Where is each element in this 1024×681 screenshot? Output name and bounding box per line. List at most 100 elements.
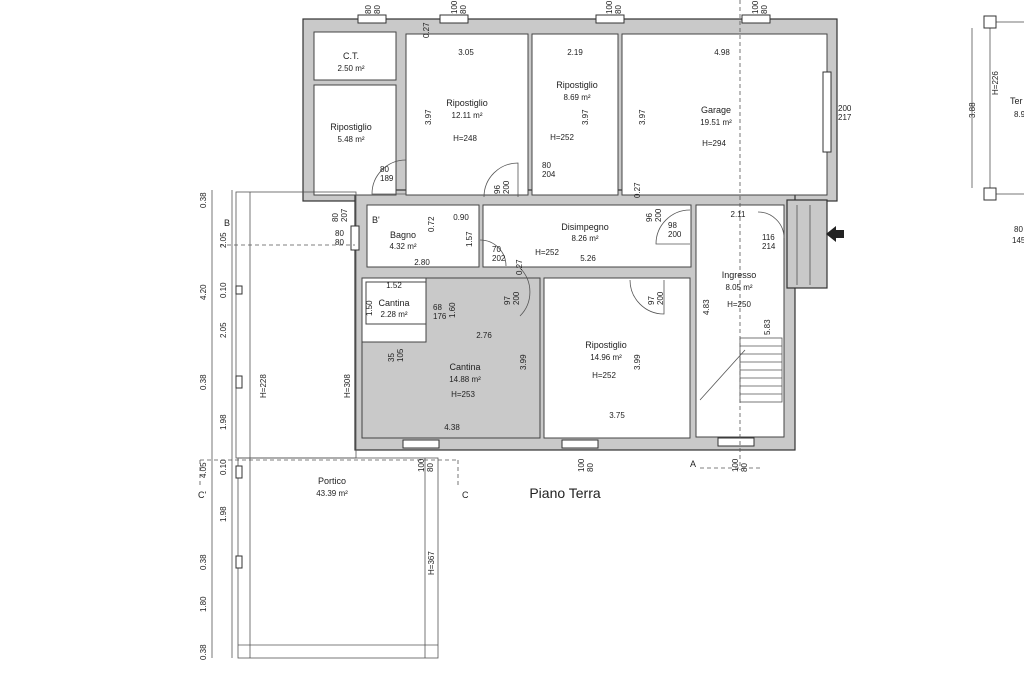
dimension: 0.27 xyxy=(422,22,431,38)
window-size: 10080 xyxy=(577,458,595,472)
room-area: 19.51 m² xyxy=(700,118,732,127)
window-size: 10080 xyxy=(450,0,468,14)
dimension: 3.75 xyxy=(609,411,625,420)
left-dimension-chain xyxy=(211,190,233,658)
dimension: 3.05 xyxy=(458,48,474,57)
porch-lower-outline xyxy=(237,457,439,659)
section-mark: A xyxy=(690,459,696,469)
door-size: 96200 xyxy=(645,208,663,222)
room-garage xyxy=(621,33,828,196)
window-top-1 xyxy=(357,14,387,24)
door-size: 97200 xyxy=(503,291,521,305)
section-mark: B xyxy=(224,218,230,228)
room-labels: C.T. 2.50 m² Ripostiglio 5.48 m² Riposti… xyxy=(316,51,756,498)
room-ripostiglio-3 xyxy=(531,33,619,196)
plan-title: Piano Terra xyxy=(529,485,601,501)
room-name: Ripostiglio xyxy=(585,340,627,350)
left-chain-labels: 0.38 2.05 4.20 0.10 2.05 0.38 1.98 4.05 … xyxy=(199,192,228,660)
dimension: 2.05 xyxy=(219,322,228,338)
dimension: 1.57 xyxy=(465,231,474,247)
room-ripostiglio-1 xyxy=(313,84,397,196)
dimension: 0.38 xyxy=(199,554,208,570)
room-name: Ripostiglio xyxy=(330,122,372,132)
door-size: 35105 xyxy=(387,348,405,362)
room-height: H=252 xyxy=(592,371,616,380)
dimension-labels: 3.05 2.19 4.98 3.97 3.97 3.97 2.11 5.26 … xyxy=(365,22,977,432)
right-partial-labels: Ter 8.9 80 145 xyxy=(1010,96,1024,245)
window-top-2 xyxy=(439,14,469,24)
door-size: 80207 xyxy=(331,208,349,222)
room-area: 4.32 m² xyxy=(389,242,416,251)
dimension: 2.19 xyxy=(567,48,583,57)
windows xyxy=(350,14,832,449)
room-name: Portico xyxy=(318,476,346,486)
room-area: 2.50 m² xyxy=(337,64,364,73)
room-height: H=250 xyxy=(727,300,751,309)
window-size: 10080 xyxy=(731,458,749,472)
entry-step-wall xyxy=(786,199,828,289)
door-size: 96200 xyxy=(493,180,511,194)
room-area: 2.28 m² xyxy=(380,310,407,319)
dimension: 4.83 xyxy=(702,299,711,315)
room-name: Ripostiglio xyxy=(446,98,488,108)
section-mark: B' xyxy=(372,215,380,225)
partial-dimension: 80 xyxy=(1014,225,1023,234)
room-name: Ripostiglio xyxy=(556,80,598,90)
room-interiors xyxy=(313,31,828,439)
dimension: 4.38 xyxy=(444,423,460,432)
window-top-3 xyxy=(595,14,625,24)
dimension: 0.10 xyxy=(219,282,228,298)
room-height: H=253 xyxy=(451,390,475,399)
window-top-4 xyxy=(741,14,771,24)
room-height: H=294 xyxy=(702,139,726,148)
height-label: H=367 xyxy=(427,551,436,575)
door-size: 97200 xyxy=(647,291,665,305)
room-height: H=248 xyxy=(453,134,477,143)
room-area: 14.88 m² xyxy=(449,375,481,384)
right-partial-plan xyxy=(971,15,1024,201)
section-marks: B B' C C' A xyxy=(198,215,696,500)
room-area: 5.48 m² xyxy=(337,135,364,144)
window-size: 10080 xyxy=(751,0,769,14)
window-bagno xyxy=(350,225,360,251)
room-name: Ingresso xyxy=(722,270,757,280)
room-name: Cantina xyxy=(378,298,409,308)
room-area: 8.69 m² xyxy=(563,93,590,102)
porch xyxy=(235,191,439,659)
dimension: 5.26 xyxy=(580,254,596,263)
dimension: 3.97 xyxy=(638,109,647,125)
partial-room-area: 8.9 xyxy=(1014,110,1024,119)
dimension: 1.80 xyxy=(199,596,208,612)
room-ripostiglio-4 xyxy=(543,277,691,439)
room-cantina-small-inner xyxy=(365,281,427,325)
dimension: 3.99 xyxy=(633,354,642,370)
room-area: 14.96 m² xyxy=(590,353,622,362)
height-label: H=228 xyxy=(259,374,268,398)
dimension: 4.20 xyxy=(199,284,208,300)
room-area: 8.05 m² xyxy=(725,283,752,292)
stairs xyxy=(699,205,811,403)
dimension: 0.27 xyxy=(515,259,524,275)
dimension: 0.10 xyxy=(219,459,228,475)
dimension: 1.52 xyxy=(386,281,402,290)
dimension: 0.38 xyxy=(199,374,208,390)
dimension: 1.60 xyxy=(448,302,457,318)
room-bagno xyxy=(366,204,480,268)
window-bottom-3 xyxy=(717,437,755,447)
dimension: 1.50 xyxy=(365,300,374,316)
height-label: H=308 xyxy=(343,374,352,398)
dimension: 2.76 xyxy=(476,331,492,340)
partial-dimension: 145 xyxy=(1012,236,1024,245)
room-disimpegno xyxy=(482,204,692,268)
window-size: 10080 xyxy=(605,0,623,14)
window-size-labels: 8080 10080 10080 10080 10080 10080 10080 xyxy=(364,0,769,472)
